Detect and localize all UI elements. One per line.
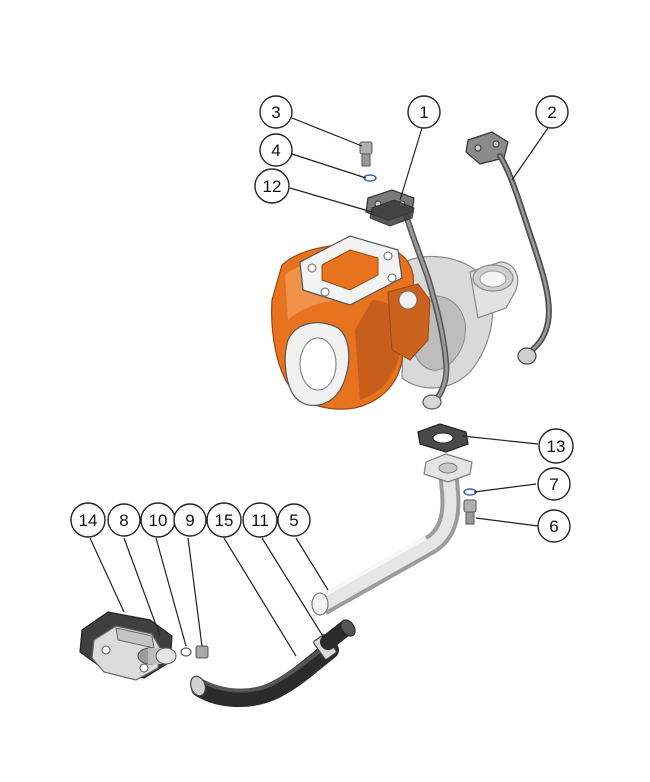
flange-bolt-hole [307, 263, 317, 273]
callout-5-label: 5 [289, 511, 298, 530]
part-3-bolt [359, 141, 373, 167]
callout-3-label: 3 [271, 103, 280, 122]
leader-12 [289, 187, 373, 213]
callout-14-label: 14 [79, 511, 98, 530]
callout-13-label: 13 [547, 437, 566, 456]
oil-feed-tube-end [422, 394, 442, 410]
part-4-washer [363, 174, 377, 182]
callout-8-label: 8 [119, 511, 128, 530]
callout-2-label: 2 [547, 103, 556, 122]
part-12-gasket [369, 199, 415, 227]
bearing-housing [387, 283, 431, 361]
callouts: 1 2 3 4 12 13 7 6 [70, 95, 574, 543]
oil-feed-tube-highlight [403, 210, 448, 402]
callout-15: 15 [206, 502, 242, 538]
callout-12: 12 [254, 168, 290, 204]
leader-lines [89, 117, 549, 657]
callout-12-label: 12 [263, 177, 282, 196]
callout-2: 2 [535, 95, 569, 129]
part-15-hose [189, 641, 339, 707]
part-5-pipe [311, 453, 473, 616]
callout-11-label: 11 [251, 511, 269, 530]
callout-7-label: 7 [549, 475, 558, 494]
part-13-gasket [417, 423, 469, 453]
callout-9: 9 [173, 503, 207, 537]
callout-1-label: 1 [419, 103, 428, 122]
callout-10-label: 10 [149, 511, 168, 530]
callout-3: 3 [259, 95, 293, 129]
callout-10: 10 [140, 502, 176, 538]
callout-9-label: 9 [185, 511, 194, 530]
part-2-oil-pipe [465, 131, 552, 365]
leader-3 [291, 117, 363, 147]
compressor-outlet-bore [479, 270, 507, 288]
callout-1: 1 [407, 95, 441, 129]
leader-8 [123, 537, 161, 637]
part-6-bolt [463, 499, 477, 525]
flange-bolt-hole [387, 273, 397, 283]
leader-11 [261, 537, 325, 639]
callout-4: 4 [259, 133, 293, 167]
callout-4-label: 4 [271, 141, 280, 160]
callout-13: 13 [538, 428, 574, 464]
part-9-nut [195, 645, 209, 659]
turbocharger [271, 209, 519, 410]
leader-7 [473, 483, 537, 493]
callout-11: 11 [242, 502, 278, 538]
leader-10 [155, 537, 187, 647]
turbine-outlet-bore [299, 337, 337, 391]
callout-8: 8 [107, 503, 141, 537]
leader-15 [223, 537, 297, 657]
leader-1 [399, 127, 423, 201]
callout-7: 7 [537, 467, 571, 501]
callout-6: 6 [537, 509, 571, 543]
leader-13 [461, 435, 539, 445]
part-11-clamp [313, 619, 356, 660]
oil-port [398, 290, 418, 310]
leader-2 [511, 127, 549, 181]
callout-15-label: 15 [215, 511, 234, 530]
flange-bolt-hole [383, 251, 393, 261]
callout-6-label: 6 [549, 517, 558, 536]
callout-5: 5 [277, 503, 311, 537]
callout-14: 14 [70, 502, 106, 538]
part-14-adapter-block [79, 611, 173, 681]
part-10-washer [180, 647, 192, 657]
leader-6 [475, 517, 539, 527]
leader-14 [89, 537, 125, 613]
part-8-spigot [137, 647, 177, 665]
flange-bolt-hole [320, 287, 330, 297]
leader-4 [291, 153, 367, 179]
leader-9 [187, 537, 203, 647]
turbine-inlet-port [321, 249, 379, 291]
leader-5 [295, 537, 329, 591]
